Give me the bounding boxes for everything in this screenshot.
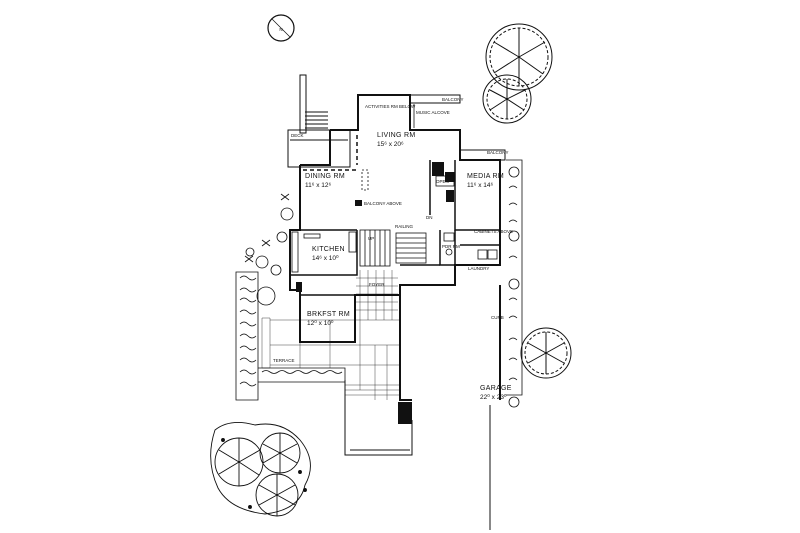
curb-label: CURB (491, 315, 504, 320)
tree-cluster-bottom-left (210, 421, 311, 517)
solid-masses (296, 162, 455, 424)
north-compass: N (267, 14, 295, 42)
tile-grid (261, 270, 400, 400)
balconies (409, 94, 506, 161)
tree-top-large (485, 23, 553, 91)
living-room-dims: 15⁶ x 20⁶ (377, 141, 404, 148)
deck (287, 74, 351, 168)
media-room-name: MEDIA RM (467, 173, 504, 180)
breakfast-room-name: BRKFST RM (307, 311, 350, 318)
tree-top-small (482, 74, 532, 124)
deck-label: DECK (291, 133, 304, 138)
dining-room-name: DINING RM (305, 173, 345, 180)
media-room-dims: 11⁶ x 14⁶ (467, 182, 494, 189)
laundry-label: LAUNDRY (468, 266, 489, 271)
balcony-top-label: BALCONY (442, 97, 464, 102)
music-alcove-label: MUSIC ALCOVE (416, 110, 450, 115)
kitchen-name: KITCHEN (312, 246, 345, 253)
fixtures (291, 104, 498, 273)
activities-below-label: ACTIVITIES RM BELOW (365, 104, 416, 109)
tree-right (520, 327, 572, 379)
up-label: UP (368, 236, 374, 241)
interior-walls (290, 135, 500, 296)
open-label: OPEN (436, 179, 449, 184)
walkway (344, 380, 491, 530)
dining-room-dims: 11⁶ x 12⁶ (305, 182, 332, 189)
compass-label: N (279, 27, 282, 32)
balcony-right-label: BALCONY (487, 150, 509, 155)
kitchen-dims: 14⁶ x 10⁰ (312, 254, 339, 262)
railing-label: RAILING (395, 224, 414, 229)
balcony-center-label: BALCONY ABOVE (364, 201, 402, 206)
dn-label: DN (426, 215, 433, 220)
cabinets-label: CABINETS ABOVE (474, 229, 513, 234)
living-room-name: LIVING RM (377, 132, 415, 139)
breakfast-room-dims: 12⁰ x 10⁰ (307, 319, 334, 327)
terrace-label: TERRACE (273, 358, 295, 363)
powder-room-label: PDR RM (442, 244, 460, 249)
right-garden-column (506, 159, 523, 408)
garage-dims: 22⁰ x 23⁰ (480, 393, 507, 401)
staircase (359, 229, 427, 267)
left-garden-hedge (235, 193, 346, 401)
garage-name: GARAGE (480, 385, 512, 392)
foyer-label: FOYER (369, 282, 385, 287)
